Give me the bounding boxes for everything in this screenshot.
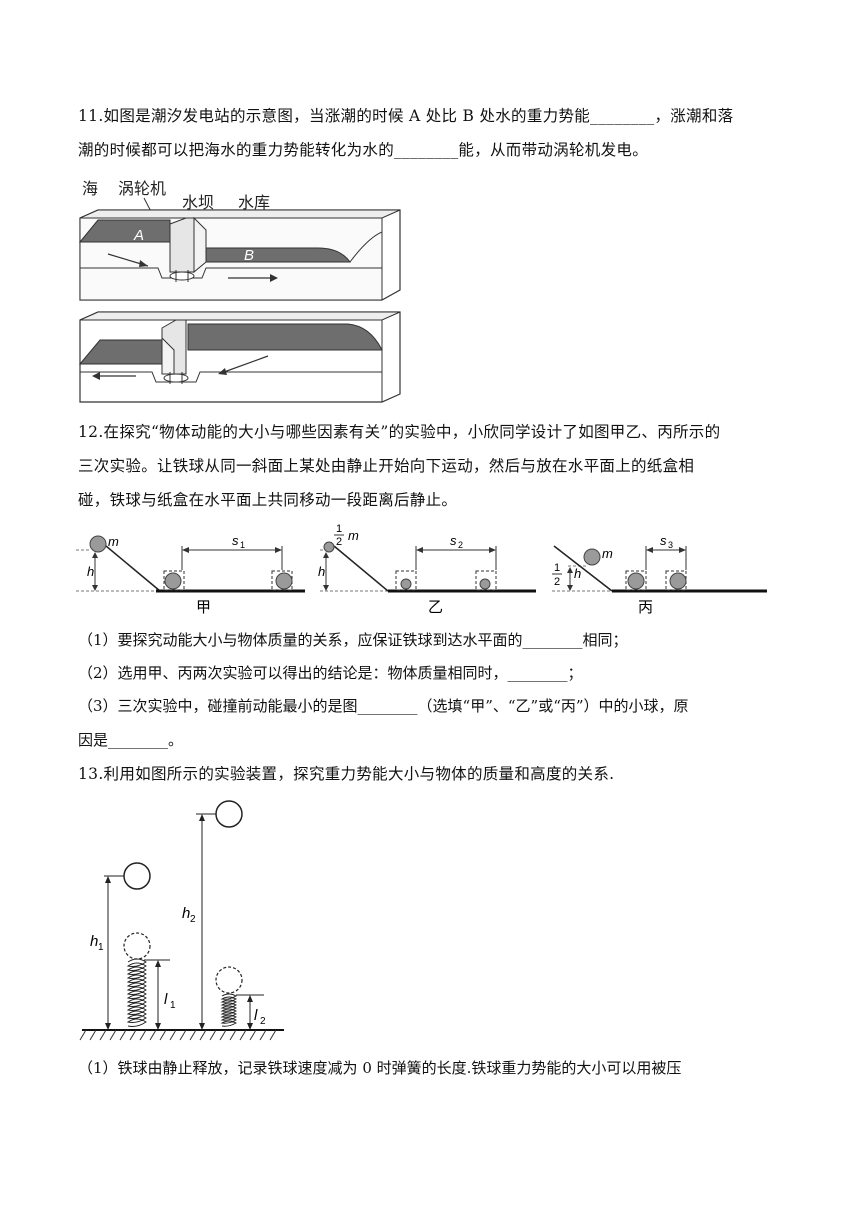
- q11-line2: 潮的时候都可以把海水的重力势能转化为水的________能，从而带动涡轮机发电。: [78, 141, 649, 159]
- q11-line1: 11.如图是潮汐发电站的示意图，当涨潮的时候 A 处比 B 处水的重力势能___…: [78, 107, 734, 125]
- bottom-panel: [78, 311, 401, 403]
- ball-yi: [323, 541, 335, 553]
- ball-bing: [583, 548, 601, 566]
- ball-2-dashed: [215, 966, 243, 994]
- water-a: [78, 219, 171, 243]
- label-reservoir: 水库: [238, 194, 270, 212]
- q12-sub2: （2）选用甲、丙两次实验可以得出的结论是：物体质量相同时，________；: [78, 664, 583, 682]
- reservoir-water-high: [187, 323, 383, 351]
- q12-sub1: （1）要探究动能大小与物体质量的关系，应保证铁球到达水平面的________相同…: [78, 631, 628, 649]
- height-yi: h: [318, 564, 325, 579]
- water-b: [205, 247, 351, 263]
- label-l1: l: [164, 991, 168, 1008]
- dist-jia: s: [232, 533, 239, 548]
- q12-sub3b: 因是________。: [78, 731, 184, 749]
- caption-jia: 甲: [196, 599, 211, 616]
- label-h1: h: [90, 933, 98, 950]
- ball-1: [123, 862, 151, 890]
- spring-1: [126, 958, 147, 1027]
- svg-text:2: 2: [458, 540, 463, 550]
- mass-bing: m: [602, 546, 613, 561]
- q12-line2: 三次实验。让铁球从同一斜面上某处由静止开始向下运动，然后与放在水平面上的纸盒相: [78, 457, 695, 475]
- q12-line1: 12.在探究“物体动能的大小与哪些因素有关”的实验中，小欣同学设计了如图甲乙、丙…: [78, 423, 721, 441]
- setup-1: h 1 l 1: [90, 862, 176, 1030]
- q13-sub1: （1）铁球由静止释放，记录铁球速度减为 0 时弹簧的长度.铁球重力势能的大小可以…: [78, 1059, 682, 1077]
- label-turbine: 涡轮机: [118, 180, 166, 198]
- setup-2: h 2 l 2: [182, 800, 266, 1030]
- turbine-top: [169, 271, 195, 281]
- top-panel: A B: [78, 209, 401, 301]
- setup-jia: m h s 1 甲: [76, 533, 305, 616]
- height-jia: h: [87, 564, 94, 579]
- dist-yi: s: [450, 533, 457, 548]
- label-dam: 水坝: [182, 194, 214, 212]
- label-sea: 海: [82, 180, 98, 198]
- kinetic-energy-experiment-figure: m h s 1 甲 1 2 m: [76, 523, 767, 616]
- setup-bing: m 1 2 h s 3 丙: [552, 533, 767, 616]
- ball-2: [215, 800, 243, 828]
- svg-text:1: 1: [554, 562, 560, 574]
- svg-text:1: 1: [170, 1000, 176, 1011]
- svg-text:3: 3: [668, 540, 673, 550]
- q13-line1: 13.利用如图所示的实验装置，探究重力势能大小与物体的质量和高度的关系.: [78, 765, 615, 783]
- svg-text:1: 1: [336, 523, 342, 535]
- spring-2: [220, 993, 238, 1027]
- label-b: B: [244, 247, 254, 264]
- q12-sub3a: （3）三次实验中，碰撞前动能最小的是图________（选填“甲”、“乙”或“丙…: [78, 697, 689, 715]
- svg-text:2: 2: [554, 576, 560, 588]
- gravitational-pe-apparatus: h 1 l 1 h 2 l 2: [79, 800, 284, 1041]
- svg-text:2: 2: [336, 536, 342, 548]
- caption-bing: 丙: [638, 599, 653, 616]
- q12-line3: 碰，铁球与纸盒在水平面上共同移动一段距离后静止。: [78, 491, 458, 509]
- dam-top: [169, 217, 195, 273]
- mass-yi: m: [348, 528, 359, 543]
- ball-jia: [89, 535, 107, 553]
- height-bing: h: [574, 566, 581, 581]
- svg-text:2: 2: [260, 1016, 266, 1027]
- tidal-power-diagram: 海 涡轮机 水坝 水库: [78, 180, 401, 403]
- ball-1-dashed: [123, 932, 151, 960]
- mass-jia: m: [108, 534, 119, 549]
- svg-text:2: 2: [190, 914, 196, 925]
- caption-yi: 乙: [428, 599, 443, 616]
- svg-text:1: 1: [98, 942, 104, 953]
- label-l2: l: [254, 1007, 258, 1024]
- label-h2: h: [182, 905, 190, 922]
- turbine-bottom: [163, 373, 189, 383]
- svg-text:1: 1: [240, 540, 245, 550]
- label-a: A: [133, 227, 144, 244]
- dist-bing: s: [660, 533, 667, 548]
- setup-yi: 1 2 m h s 2 乙: [318, 523, 536, 616]
